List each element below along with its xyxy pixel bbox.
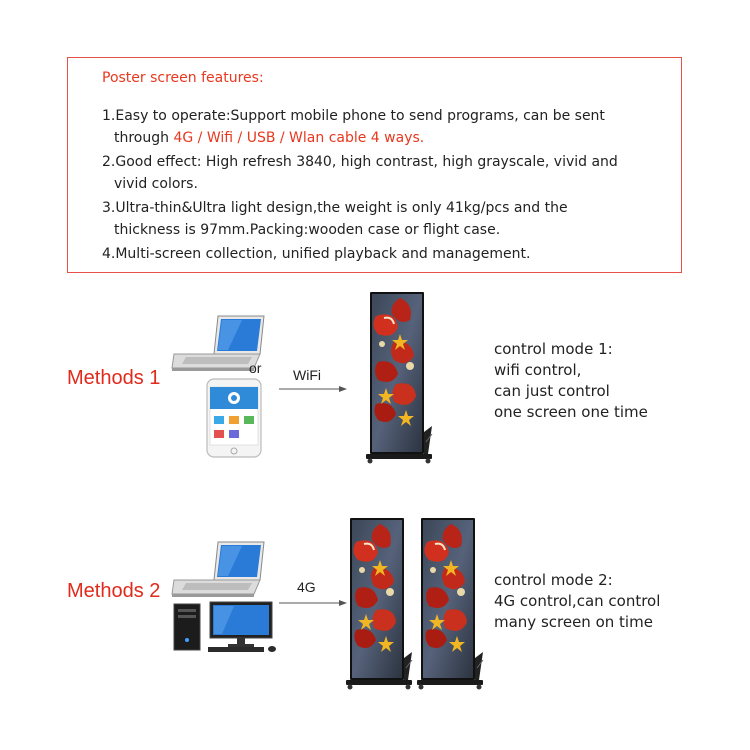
feature-4-line1: 4.Multi-screen collection, unified playb… <box>102 246 531 262</box>
poster-screen-icon <box>416 517 484 691</box>
feature-item-1: 1.Easy to operate:Support mobile phone t… <box>102 105 672 149</box>
wifi-channel-label: WiFi <box>293 367 321 383</box>
feature-1-line1: 1.Easy to operate:Support mobile phone t… <box>102 108 605 124</box>
method-2-desc-line-1: control mode 2: <box>494 571 613 589</box>
feature-3-line1: 3.Ultra-thin&Ultra light design,the weig… <box>102 200 568 216</box>
feature-2-line1: 2.Good effect: High refresh 3840, high c… <box>102 154 618 170</box>
method-2-label: Methods 2 <box>67 580 161 602</box>
method-2-desc-line-2: 4G control,can control <box>494 592 661 610</box>
desktop-computer-icon <box>173 601 276 652</box>
method-1-desc-line-2: wifi control, <box>494 361 582 379</box>
4g-channel-label: 4G <box>297 579 316 595</box>
or-label: or <box>249 360 262 376</box>
method-1-desc-line-1: control mode 1: <box>494 340 613 358</box>
method-1-desc-line-4: one screen one time <box>494 403 648 421</box>
method-2-desc-line-3: many screen on time <box>494 613 653 631</box>
poster-screen-icon <box>345 517 413 691</box>
feature-1-line2-prefix: through <box>114 130 174 146</box>
feature-2-line2: vivid colors. <box>114 176 198 192</box>
method-2-description: control mode 2: 4G control,can control m… <box>494 570 660 633</box>
feature-item-4: 4.Multi-screen collection, unified playb… <box>102 243 672 265</box>
features-box: Poster screen features: 1.Easy to operat… <box>67 57 682 273</box>
feature-item-2: 2.Good effect: High refresh 3840, high c… <box>102 151 672 195</box>
feature-item-3: 3.Ultra-thin&Ultra light design,the weig… <box>102 197 672 241</box>
feature-1-highlight: 4G / Wifi / USB / Wlan cable 4 ways. <box>173 130 425 146</box>
arrow-icon <box>279 386 347 392</box>
method-1-description: control mode 1: wifi control, can just c… <box>494 339 648 423</box>
method-1-desc-line-3: can just control <box>494 382 610 400</box>
arrow-icon <box>279 600 347 606</box>
poster-screen-icon <box>365 291 433 465</box>
laptop-icon <box>171 541 265 598</box>
smartphone-icon <box>206 378 262 458</box>
feature-1-line2: through 4G / Wifi / USB / Wlan cable 4 w… <box>102 127 672 149</box>
method-1-label: Methods 1 <box>67 367 161 389</box>
feature-3-line2: thickness is 97mm.Packing:wooden case or… <box>114 222 501 238</box>
features-title: Poster screen features: <box>102 70 264 86</box>
